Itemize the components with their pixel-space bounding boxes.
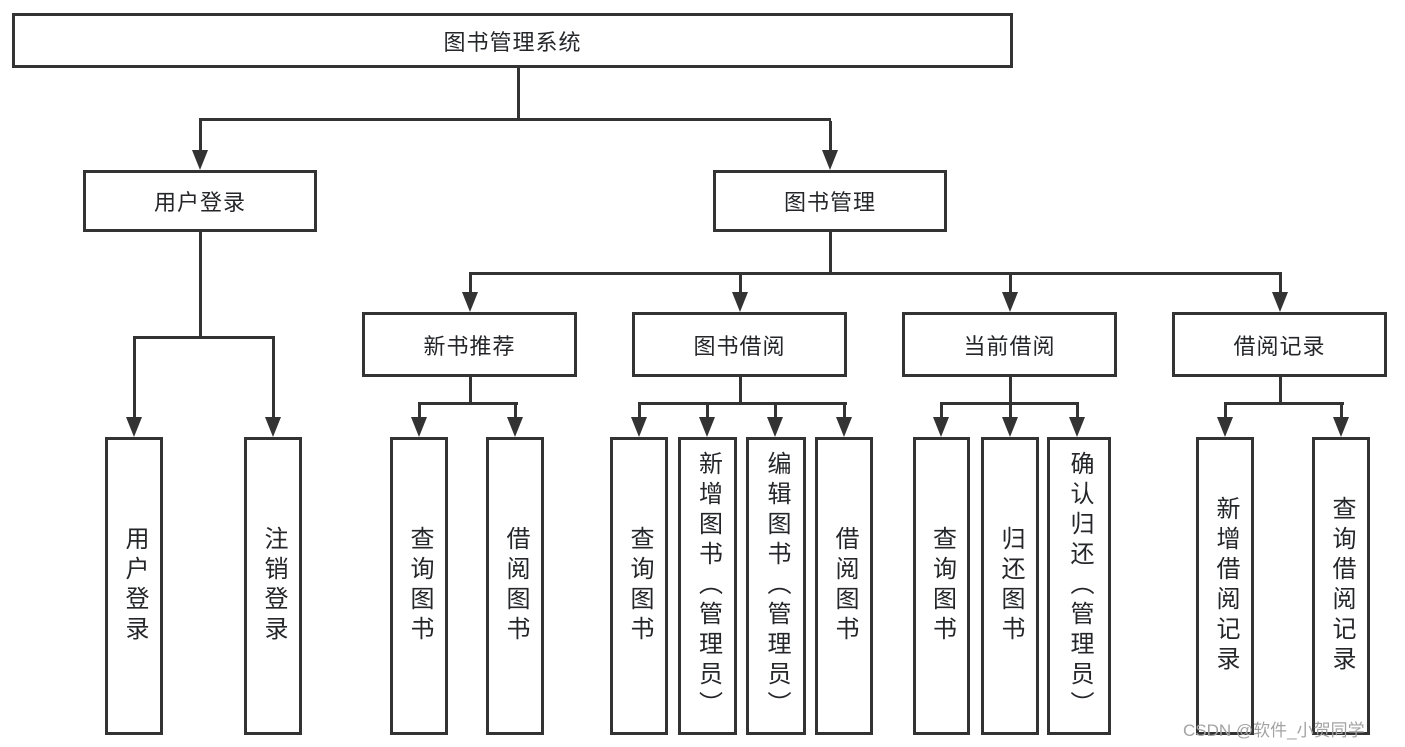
- arrowhead-down-icon: [507, 417, 523, 437]
- node-current-borrowing: 当前借阅: [902, 312, 1117, 377]
- node-book-borrowing: 图书借阅: [632, 312, 847, 377]
- leaf-query-books-borrow: 查询图书: [610, 437, 668, 735]
- connector-line: [940, 402, 943, 417]
- connector-line: [843, 402, 846, 417]
- arrowhead-down-icon: [411, 417, 427, 437]
- connector-line: [638, 402, 847, 405]
- connector-line: [739, 377, 742, 405]
- watermark: CSDN @软件_小贺同学: [1183, 721, 1365, 740]
- node-label: 注销登录: [260, 526, 287, 646]
- leaf-user-login: 用户登录: [105, 437, 163, 735]
- connector-line: [1279, 275, 1282, 292]
- node-label: 借阅记录: [1233, 333, 1326, 359]
- connector-line: [739, 275, 742, 292]
- node-label: 借阅图书: [831, 526, 858, 646]
- connector-line: [517, 68, 520, 121]
- arrowhead-down-icon: [1272, 292, 1288, 312]
- arrowhead-down-icon: [732, 292, 748, 312]
- leaf-add-borrow-record: 新增借阅记录: [1196, 437, 1254, 735]
- arrowhead-down-icon: [265, 417, 281, 437]
- node-label: 新增图书（管理员）: [694, 451, 722, 721]
- node-borrowing-records: 借阅记录: [1172, 312, 1387, 377]
- node-book-management: 图书管理: [713, 170, 947, 232]
- arrowhead-down-icon: [462, 292, 478, 312]
- connector-line: [1009, 402, 1012, 417]
- node-new-book-recommendation: 新书推荐: [362, 312, 577, 377]
- node-label: 查询借阅记录: [1328, 496, 1355, 676]
- node-label: 图书借阅: [693, 333, 786, 359]
- arrowhead-down-icon: [1333, 417, 1349, 437]
- connector-line: [1009, 275, 1012, 292]
- connector-line: [829, 232, 832, 275]
- node-label: 查询图书: [626, 526, 653, 646]
- node-label: 图书管理系统: [443, 29, 582, 55]
- connector-line: [418, 402, 518, 405]
- node-label: 当前借阅: [963, 333, 1056, 359]
- arrowhead-down-icon: [1002, 292, 1018, 312]
- leaf-borrow-books-recommend: 借阅图书: [486, 437, 544, 735]
- connector-line: [1224, 402, 1344, 405]
- arrowhead-down-icon: [192, 150, 208, 170]
- connector-line: [469, 272, 1282, 275]
- connector-line: [469, 377, 472, 405]
- leaf-query-books-current: 查询图书: [913, 437, 970, 735]
- arrowhead-down-icon: [767, 417, 783, 437]
- node-label: 确认归还（管理员）: [1066, 451, 1093, 721]
- connector-line: [1224, 402, 1227, 417]
- leaf-query-books-recommend: 查询图书: [390, 437, 448, 735]
- connector-line: [199, 118, 831, 121]
- connector-line: [199, 232, 202, 339]
- node-label: 图书管理: [783, 190, 876, 215]
- node-label: 新书推荐: [423, 333, 516, 359]
- connector-line: [829, 121, 832, 150]
- connector-line: [199, 121, 202, 150]
- connector-line: [1009, 377, 1012, 405]
- arrowhead-down-icon: [822, 150, 838, 170]
- leaf-edit-book-admin: 编辑图书（管理员）: [746, 437, 806, 735]
- node-label: 查询图书: [406, 526, 433, 646]
- arrowhead-down-icon: [836, 417, 852, 437]
- node-user-login: 用户登录: [83, 170, 317, 232]
- node-label: 编辑图书（管理员）: [763, 451, 790, 721]
- connector-line: [1076, 402, 1079, 417]
- connector-line: [514, 402, 517, 417]
- leaf-borrow-books-borrow: 借阅图书: [815, 437, 873, 735]
- leaf-logout: 注销登录: [244, 437, 302, 735]
- connector-line: [469, 275, 472, 292]
- arrowhead-down-icon: [1069, 417, 1085, 437]
- node-library-management-system: 图书管理系统: [12, 13, 1013, 68]
- arrowhead-down-icon: [933, 417, 949, 437]
- connector-line: [133, 336, 275, 339]
- arrowhead-down-icon: [631, 417, 647, 437]
- connector-line: [774, 402, 777, 417]
- leaf-query-borrow-record: 查询借阅记录: [1312, 437, 1370, 735]
- connector-line: [1340, 402, 1343, 417]
- connector-line: [133, 339, 136, 417]
- arrowhead-down-icon: [126, 417, 142, 437]
- node-label: 用户登录: [121, 526, 148, 646]
- node-label: 用户登录: [153, 190, 246, 215]
- leaf-add-book-admin: 新增图书（管理员）: [678, 437, 737, 735]
- arrowhead-down-icon: [1002, 417, 1018, 437]
- connector-line: [1279, 377, 1282, 405]
- arrowhead-down-icon: [1217, 417, 1233, 437]
- leaf-return-book: 归还图书: [981, 437, 1039, 735]
- node-label: 新增借阅记录: [1212, 496, 1239, 676]
- node-label: 查询图书: [928, 526, 956, 646]
- connector-line: [272, 339, 275, 417]
- connector-line: [706, 402, 709, 417]
- arrowhead-down-icon: [699, 417, 715, 437]
- leaf-confirm-return-admin: 确认归还（管理员）: [1047, 437, 1111, 735]
- node-label: 归还图书: [997, 526, 1024, 646]
- connector-line: [638, 402, 641, 417]
- connector-line: [418, 402, 421, 417]
- node-label: 借阅图书: [502, 526, 529, 646]
